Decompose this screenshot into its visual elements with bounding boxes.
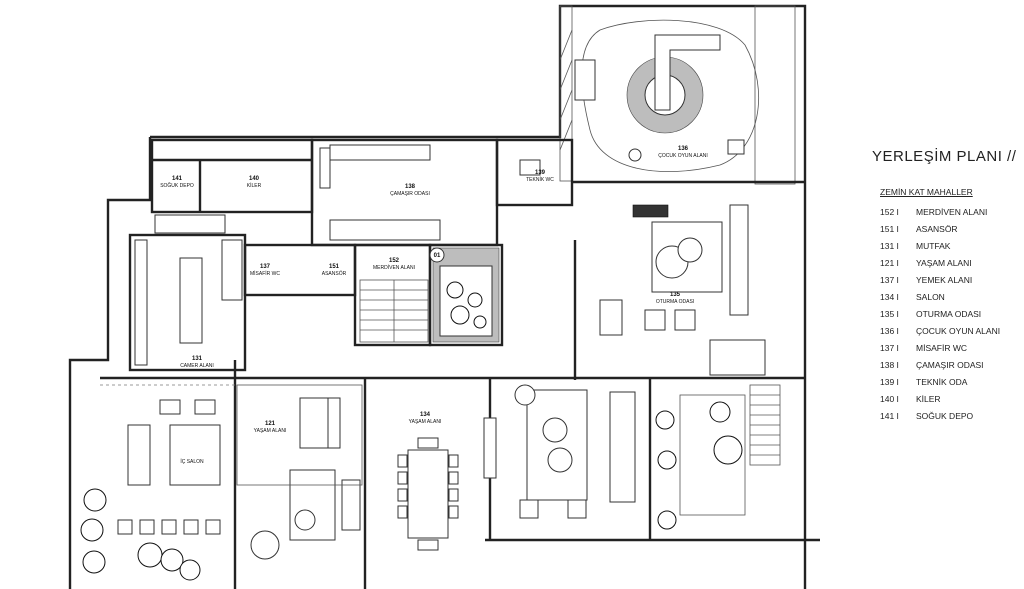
living-furniture	[236, 384, 363, 560]
legend-item-code: 131 I	[880, 241, 899, 251]
legend-list: 152 I MERDİVEN ALANI 151 I ASANSÖR 131 I MUTF…	[872, 204, 1022, 425]
laundry-furniture	[319, 144, 541, 241]
legend-item-name: ÇOCUK OYUN ALANI	[916, 326, 1001, 336]
legend-item: 152 I MERDİVEN ALANI	[880, 204, 1022, 221]
legend-item-code: 135 I	[880, 309, 899, 319]
room-141-name: SOĞUK DEPO	[160, 182, 194, 189]
room-labels: 141 SOĞUK DEPO 140 KİLER 138 ÇAMAŞIR ODA…	[160, 146, 708, 465]
legend-heading: ZEMİN KAT MAHALLER	[880, 187, 973, 197]
legend-item-name: KİLER	[916, 394, 941, 404]
legend-item: 138 I ÇAMAŞIR ODASI	[880, 357, 1022, 374]
legend-item: 136 I ÇOCUK OYUN ALANI	[880, 323, 1022, 340]
marker-circle	[429, 247, 445, 263]
legend-item: 137 I YEMEK ALANI	[880, 272, 1022, 289]
legend-item-name: MUTFAK	[916, 241, 951, 251]
legend-item-code: 138 I	[880, 360, 899, 370]
legend-item-code: 137 I	[880, 343, 899, 353]
stairs	[359, 279, 781, 466]
lounge-furniture	[514, 384, 746, 530]
exterior-walls	[68, 4, 820, 589]
kitchen-furniture	[134, 214, 243, 366]
legend-item-name: ÇAMAŞIR ODASI	[916, 360, 984, 370]
inner-salon-furniture	[80, 384, 235, 581]
legend-item: 131 I MUTFAK	[880, 238, 1022, 255]
room-121-number: 121	[265, 421, 276, 427]
legend-item-name: ASANSÖR	[916, 224, 958, 234]
legend-item-name: SALON	[916, 292, 945, 302]
room-139-number: 139	[535, 170, 546, 176]
room-121-name: YAŞAM ALANI	[254, 428, 287, 434]
room-140-number: 140	[249, 176, 260, 182]
legend-item-code: 121 I	[880, 258, 899, 268]
room-152-number: 152	[389, 258, 400, 264]
room-134-name: YAŞAM ALANI	[409, 419, 442, 425]
legend-item-code: 137 I	[880, 275, 899, 285]
legend-item-name: TEKNİK ODA	[916, 377, 968, 387]
room-135-name: OTURMA ODASI	[656, 299, 694, 305]
room-151-number: 151	[329, 264, 340, 270]
courtyard: 01	[429, 247, 500, 343]
legend-item-name: YEMEK ALANI	[916, 275, 973, 285]
room-140-name: KİLER	[247, 182, 262, 189]
legend-panel: YERLEŞİM PLANI // ZEMİN KAT MAHALLER 152…	[872, 148, 1022, 425]
playground	[574, 19, 759, 172]
courtyard-marker: 01	[434, 253, 441, 259]
room-141-number: 141	[172, 176, 183, 182]
legend-item-code: 140 I	[880, 394, 899, 404]
plan-title: YERLEŞİM PLANI //	[872, 148, 1017, 165]
room-138-name: ÇAMAŞIR ODASI	[390, 191, 430, 197]
legend-item-name: SOĞUK DEPO	[916, 411, 974, 421]
room-135-number: 135	[670, 292, 681, 298]
room-134-number: 134	[420, 412, 431, 418]
room-136-name: ÇOCUK OYUN ALANI	[658, 153, 707, 159]
room-138-number: 138	[405, 184, 416, 190]
legend-item-name: MİSAFİR WC	[916, 343, 967, 353]
legend-item: 135 I OTURMA ODASI	[880, 306, 1022, 323]
legend-item-code: 136 I	[880, 326, 899, 336]
legend-item-code: 134 I	[880, 292, 899, 302]
room-139-name: TEKNİK WC	[526, 176, 554, 183]
room-salon-name: İÇ SALON	[180, 458, 204, 465]
interior-walls	[100, 138, 805, 589]
sitting-room-furniture	[599, 204, 766, 376]
legend-item-code: 139 I	[880, 377, 899, 387]
legend-item: 140 I KİLER	[880, 391, 1022, 408]
room-131-name: CAMER ALANI	[180, 363, 214, 369]
legend-item-name: MERDİVEN ALANI	[916, 207, 988, 217]
legend-item: 137 I MİSAFİR WC	[880, 340, 1022, 357]
legend-item: 134 I SALON	[880, 289, 1022, 306]
room-137-number: 137	[260, 264, 271, 270]
legend-item: 151 I ASANSÖR	[880, 221, 1022, 238]
legend-item-name: OTURMA ODASI	[916, 309, 982, 319]
legend-item-code: 151 I	[880, 224, 899, 234]
room-136-number: 136	[678, 146, 689, 152]
legend-item-code: 141 I	[880, 411, 899, 421]
legend-item: 121 I YAŞAM ALANI	[880, 255, 1022, 272]
legend-item: 141 I SOĞUK DEPO	[880, 408, 1022, 425]
legend-item-name: YAŞAM ALANI	[916, 258, 972, 268]
legend-item: 139 I TEKNİK ODA	[880, 374, 1022, 391]
room-151-name: ASANSÖR	[322, 270, 347, 277]
dining-furniture	[397, 417, 497, 551]
legend-item-code: 152 I	[880, 207, 899, 217]
room-131-number: 131	[192, 356, 203, 362]
room-152-name: MERDİVEN ALANI	[373, 264, 415, 271]
room-137-name: MİSAFİR WC	[250, 270, 280, 277]
